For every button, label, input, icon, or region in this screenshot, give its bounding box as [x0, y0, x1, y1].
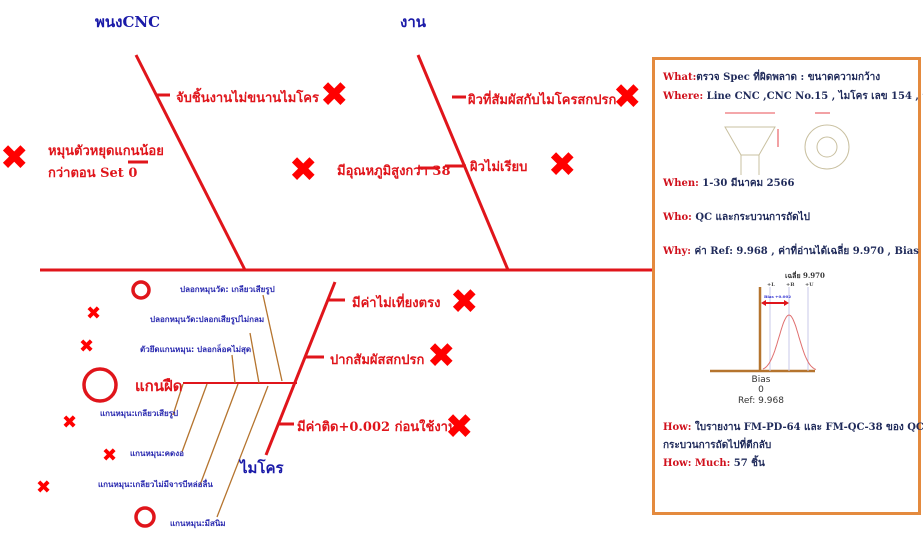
x-mark-icon: ✖ — [445, 407, 474, 447]
who-key: Who: — [663, 212, 692, 223]
sub-cause-label: แกนหมุน:คดงอ — [130, 449, 184, 458]
x-mark-icon: ✖ — [102, 445, 118, 466]
cause-label: ปากสัมผัสสกปรก — [330, 353, 425, 368]
how-value: ใบรายงาน FM-PD-64 และ FM-QC-38 ของ QC แล… — [691, 422, 923, 433]
how-much-key: How: Much: — [663, 458, 731, 469]
x-mark-icon: ✖ — [548, 145, 577, 185]
x-mark-icon: ✖ — [427, 336, 456, 376]
where-key: Where: — [663, 91, 704, 102]
bias-label: Bias — [752, 375, 771, 385]
ok-circle — [131, 280, 151, 300]
what-value: ตรวจ Spec ที่ผิดพลาด : ขนาดความกว้าง — [696, 72, 881, 83]
x-mark-icon: ✖ — [0, 138, 29, 178]
when-key: When: — [663, 178, 699, 189]
ok-circle — [82, 367, 118, 403]
where-value: Line CNC ,CNC No.15 , ไมโคร เลข 154 , จุ… — [706, 91, 923, 102]
x-mark-icon: ✖ — [79, 336, 95, 357]
sub-cause-label: ปลอกหมุนวัด: เกลียวเสียรูป — [180, 285, 275, 294]
cause-label: มีค่าไม่เที่ยงตรง — [352, 296, 441, 311]
bias-arrow-label: Bias +0.002 — [764, 294, 791, 299]
distribution-curve — [762, 314, 817, 370]
x-mark-icon: ✖ — [62, 412, 78, 433]
u-label: +U — [805, 282, 814, 288]
cause-label: ผิวไม่เรียบ — [470, 160, 528, 175]
why-key: Why: — [663, 246, 692, 257]
b-label: +B — [786, 282, 794, 288]
5w2h-panel: What:ตรวจ Spec ที่ผิดพลาด : ขนาดความกว้า… — [652, 57, 923, 515]
cause-label: ผิวที่สัมผัสกับไมโครสกปรก — [468, 93, 617, 108]
category-micro: ไมโคร — [240, 459, 284, 477]
x-mark-icon: ✖ — [320, 75, 349, 115]
cause-label: หมุนตัวหยุดแกนน้อย — [48, 144, 164, 159]
who-value: QC และกระบวนการถัดไป — [691, 212, 811, 223]
bias-chart: เฉลี่ย 9.970 +L +B +U Bias +0.002 Bias 0… — [710, 270, 825, 406]
bone-work — [416, 54, 510, 271]
zero-label: 0 — [758, 385, 764, 395]
sub-cause-label: แกนหมุน:มีสนิม — [170, 519, 226, 528]
cause-label: จับชิ้นงานไม่ขนานไมโคร — [176, 91, 319, 106]
cause-label: กว่าตอน Set 0 — [48, 166, 138, 181]
x-mark-icon: ✖ — [289, 150, 318, 190]
cause-label: มีค่าติด+0.002 ก่อนใช้งาน — [297, 420, 457, 435]
bone-micro — [264, 281, 337, 456]
x-mark-icon: ✖ — [613, 77, 642, 117]
when-value: 1-30 มีนาคม 2566 — [698, 178, 795, 189]
category-machine: พนงCNC — [95, 13, 161, 31]
category-work: งาน — [400, 13, 427, 31]
x-mark-icon: ✖ — [86, 303, 102, 324]
why-value: ค่า Ref: 9.968 , ค่าที่อ่านได้เฉลี่ย 9.9… — [694, 246, 923, 257]
sub-cause-label: แกนหมุน:เกลียวไม่มีจารบีหล่อลื่น — [98, 480, 213, 489]
cause-label: มีอุณหภูมิสูงกว่า 38 — [337, 164, 451, 179]
mean-label: เฉลี่ย 9.970 — [785, 270, 825, 280]
ok-circle — [134, 506, 156, 528]
sub-cause-label: ปลอกหมุนวัด:ปลอกเสียรูปไม่กลม — [150, 315, 265, 324]
bone-machine — [134, 54, 247, 271]
what-key: What: — [663, 72, 697, 83]
l-label: +L — [767, 282, 775, 288]
x-mark-icon: ✖ — [450, 282, 479, 322]
sub-cause-label: แกนหมุน:เกลียวเสียรูป — [100, 409, 179, 418]
sub-category-stiff-axis: แกนฝืด — [135, 377, 183, 395]
sub-cause-label: ตัวยึดแกนหมุน: ปลอกล็อคไม่สุด — [140, 345, 252, 354]
how-value-cont: กระบวนการถัดไปที่ตีกลับ — [663, 440, 772, 451]
ref-label: Ref: 9.968 — [738, 396, 784, 406]
how-much-value: 57 ชิ้น — [730, 458, 765, 469]
x-mark-icon: ✖ — [36, 477, 52, 498]
how-key: How: — [663, 422, 692, 433]
part-drawing — [724, 112, 850, 175]
